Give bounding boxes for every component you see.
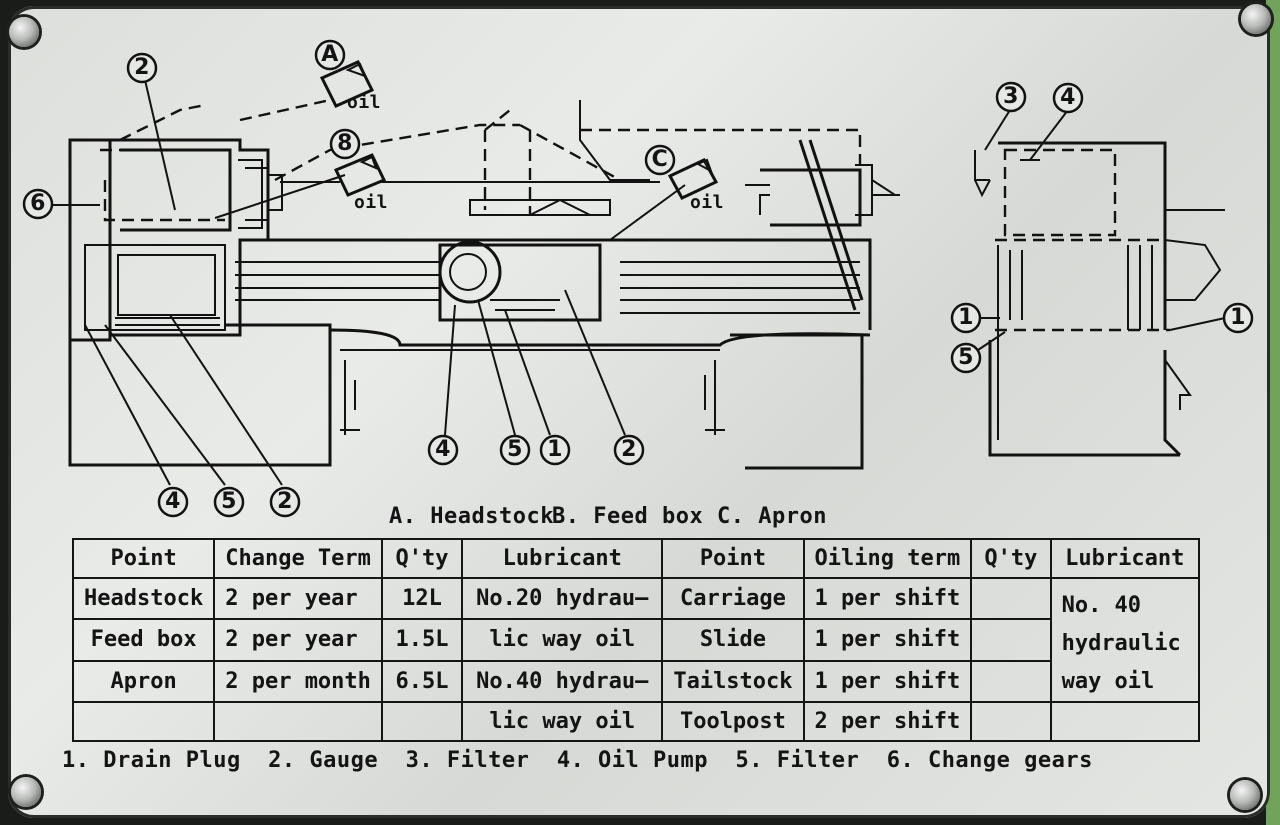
screw-icon: [9, 17, 39, 47]
circle-label-4: 4: [1060, 85, 1076, 110]
circle-label-5: 5: [958, 345, 974, 370]
tailstock-drawing: [745, 139, 900, 311]
lubrication-table: Point Change Term Q'ty Lubricant Point O…: [71, 538, 1201, 742]
lubricant-line: way oil: [1061, 669, 1155, 694]
circle-label-2: 2: [277, 489, 293, 514]
cell-term: 1 per shift: [802, 576, 973, 621]
circle-label-1: 1: [547, 437, 563, 462]
table-row: Feed box 2 per year 1.5L lic way oil Sli…: [71, 618, 1199, 662]
cell-qty: 6.5L: [380, 659, 464, 704]
circle-label-6: 6: [30, 191, 46, 216]
circle-label-4: 4: [165, 489, 181, 514]
cell-lubricant: lic way oil: [461, 619, 664, 662]
cell-point: [71, 701, 216, 742]
cell-qty: [380, 701, 464, 742]
caption-headstock: A. Headstock: [389, 504, 554, 529]
cell-point: Toolpost: [661, 701, 805, 742]
cell-qty: [970, 618, 1052, 662]
cell-point: Headstock: [71, 576, 216, 621]
caption-feed-box: B. Feed box: [552, 504, 704, 529]
circle-label-4: 4: [435, 437, 451, 462]
circle-label-3: 3: [1003, 84, 1019, 109]
bed-drawing: [68, 238, 872, 470]
circle-label-5: 5: [221, 489, 237, 514]
circle-label-1: 1: [958, 305, 974, 330]
cell-qty: 1.5L: [380, 618, 464, 662]
circle-label-8: 8: [337, 131, 353, 156]
header-point: Point: [661, 538, 805, 579]
parts-legend: 1. Drain Plug 2. Gauge 3. Filter 4. Oil …: [62, 748, 1093, 773]
oil-label: oil: [354, 192, 389, 213]
cell-qty: [970, 659, 1052, 704]
header-lubricant: Lubricant: [461, 538, 664, 579]
table-header-row: Point Change Term Q'ty Lubricant Point O…: [71, 538, 1201, 579]
side-leader-lines: [977, 109, 1226, 351]
cell-qty: [970, 576, 1052, 621]
circle-label-5: 5: [507, 437, 523, 462]
lubricant-line: No. 40: [1061, 593, 1142, 618]
caption-apron: C. Apron: [717, 504, 827, 529]
numbered-circles: [22, 39, 1254, 518]
cell-point: Slide: [661, 618, 805, 662]
cell-lubricant: lic way oil: [461, 702, 664, 742]
circle-label-c: C: [651, 147, 669, 172]
header-qty: Q'ty: [380, 538, 464, 579]
cell-point: Feed box: [71, 618, 216, 662]
cell-term: 2 per month: [213, 659, 383, 704]
oil-label: oil: [347, 92, 382, 113]
cell-lubricant: No. 40 hydraulic way oil: [1049, 577, 1201, 703]
cell-lubricant: No.20 hydrau—: [461, 576, 664, 621]
cell-qty: 12L: [380, 576, 464, 621]
screw-icon: [1230, 780, 1260, 810]
headstock-drawing: [68, 138, 283, 342]
oil-cans-drawing: [319, 60, 719, 200]
cell-lubricant: [1049, 701, 1201, 742]
leader-lines: [52, 79, 862, 486]
cell-term: 1 per shift: [802, 618, 973, 662]
circle-label-a: A: [321, 42, 339, 67]
circle-label-2: 2: [134, 55, 150, 80]
cell-term: 2 per year: [213, 576, 383, 621]
cell-qty: [970, 701, 1052, 742]
header-point: Point: [71, 538, 216, 579]
screw-icon: [11, 777, 41, 807]
screw-icon: [1241, 4, 1271, 34]
table-row: Apron 2 per month 6.5L No.40 hydrau— Tai…: [71, 659, 1199, 704]
header-change-term: Change Term: [213, 538, 383, 579]
side-view-drawing: [974, 141, 1225, 457]
cell-point: Carriage: [661, 576, 805, 621]
cell-term: [213, 701, 383, 742]
cell-term: 1 per shift: [802, 659, 973, 704]
table-row: lic way oil Toolpost 2 per shift: [71, 701, 1201, 742]
oil-label: oil: [690, 192, 725, 213]
circle-label-1: 1: [1230, 305, 1246, 330]
carriage-drawing: [438, 100, 650, 322]
cell-point: Apron: [71, 659, 216, 704]
circle-label-2: 2: [621, 437, 637, 462]
header-lubricant: Lubricant: [1049, 538, 1201, 579]
header-oiling-term: Oiling term: [802, 538, 973, 579]
table-row: Headstock 2 per year 12L No.20 hydrau— C…: [71, 576, 1201, 703]
cell-term: 2 per year: [213, 618, 383, 662]
header-qty: Q'ty: [970, 538, 1052, 579]
cell-lubricant: No.40 hydrau—: [461, 659, 664, 704]
cell-point: Tailstock: [661, 659, 805, 704]
lubricant-line: hydraulic: [1061, 631, 1181, 656]
cell-term: 2 per shift: [802, 701, 973, 742]
